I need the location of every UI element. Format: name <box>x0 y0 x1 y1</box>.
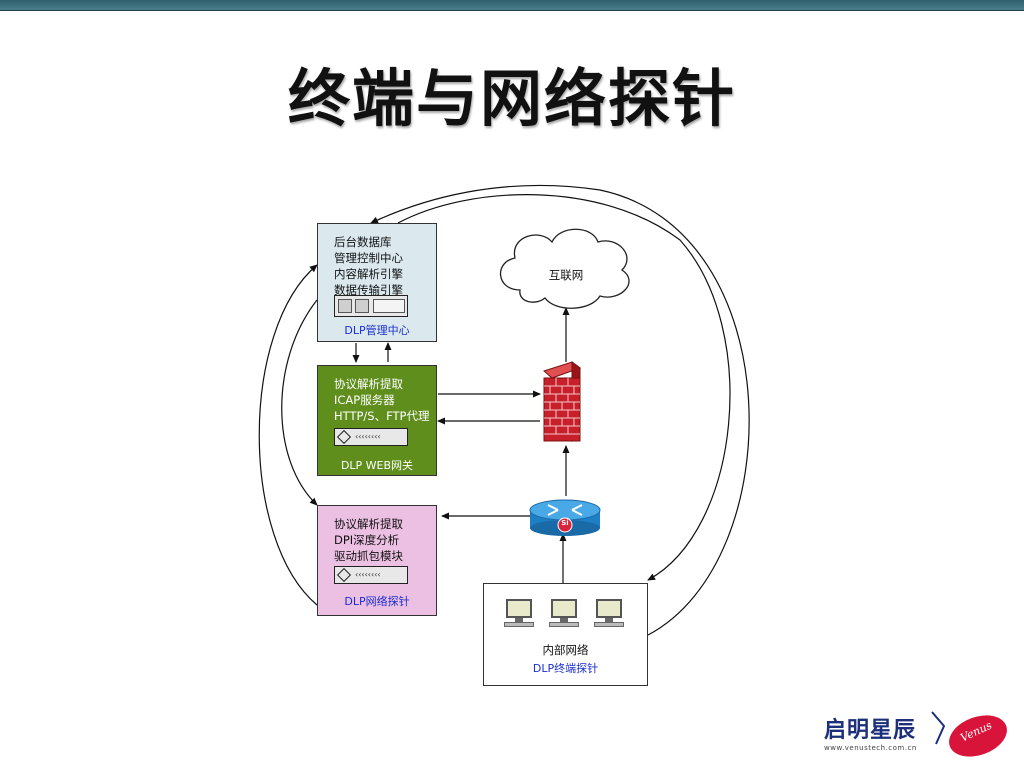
arc-probe-to-mgmt <box>258 264 318 606</box>
mgmt-feature: 内容解析引擎 <box>334 267 403 281</box>
venus-logo-icon: Venus <box>931 711 1007 757</box>
server-icon <box>334 295 408 317</box>
dlp-management-center: 后台数据库 管理控制中心 内容解析引擎 数据传输引擎 DLP管理中心 <box>317 223 437 342</box>
web-feature: HTTP/S、FTP代理 <box>334 409 430 423</box>
slide-title: 终端与网络探针 <box>287 62 736 135</box>
internal-network-label: 内部网络 <box>542 643 589 657</box>
computer-icon <box>594 599 624 627</box>
mgmt-caption: DLP管理中心 <box>344 324 410 337</box>
dlp-web-gateway: 协议解析提取 ICAP服务器 HTTP/S、FTP代理 ‹‹‹‹‹‹‹‹ DLP… <box>317 365 437 476</box>
internet-cloud <box>499 228 630 309</box>
computer-icon <box>504 599 534 627</box>
probe-caption: DLP网络探针 <box>344 595 410 608</box>
probe-feature-list: 协议解析提取 DPI深度分析 驱动抓包模块 <box>334 516 403 564</box>
internet-label: 互联网 <box>548 268 584 282</box>
top-header-bar <box>0 0 1024 11</box>
probe-feature: DPI深度分析 <box>334 533 400 547</box>
terminal-caption: DLP终端探针 <box>532 662 599 675</box>
computer-icon <box>549 599 579 627</box>
web-caption: DLP WEB网关 <box>340 459 414 472</box>
dlp-terminal-probe: 内部网络 DLP终端探针 <box>483 583 648 686</box>
arc-mgmt-to-terminal <box>397 194 731 581</box>
arc-mgmt-to-probe <box>281 299 318 506</box>
switch-icon: ‹‹‹‹‹‹‹‹ <box>334 566 408 584</box>
web-feature: 协议解析提取 <box>334 377 403 391</box>
arc-terminal-to-mgmt <box>370 184 750 636</box>
web-feature-list: 协议解析提取 ICAP服务器 HTTP/S、FTP代理 <box>334 376 429 424</box>
switch-icon: ‹‹‹‹‹‹‹‹ <box>334 428 408 446</box>
router-badge: Si <box>561 519 569 527</box>
router-icon <box>529 499 601 536</box>
dlp-network-probe: 协议解析提取 DPI深度分析 驱动抓包模块 ‹‹‹‹‹‹‹‹ DLP网络探针 <box>317 505 437 616</box>
mgmt-feature: 后台数据库 <box>334 235 392 249</box>
logo-url: www.venustech.com.cn <box>824 744 917 752</box>
web-feature: ICAP服务器 <box>334 393 395 407</box>
logo-brand-name: 启明星辰 <box>824 718 917 743</box>
probe-feature: 协议解析提取 <box>334 517 403 531</box>
mgmt-feature: 数据传输引擎 <box>334 283 403 297</box>
mgmt-feature-list: 后台数据库 管理控制中心 内容解析引擎 数据传输引擎 <box>334 234 403 298</box>
company-logo: 启明星辰 www.venustech.com.cn <box>824 712 917 752</box>
probe-feature: 驱动抓包模块 <box>334 549 403 563</box>
mgmt-feature: 管理控制中心 <box>334 251 403 265</box>
firewall-icon <box>543 361 582 442</box>
